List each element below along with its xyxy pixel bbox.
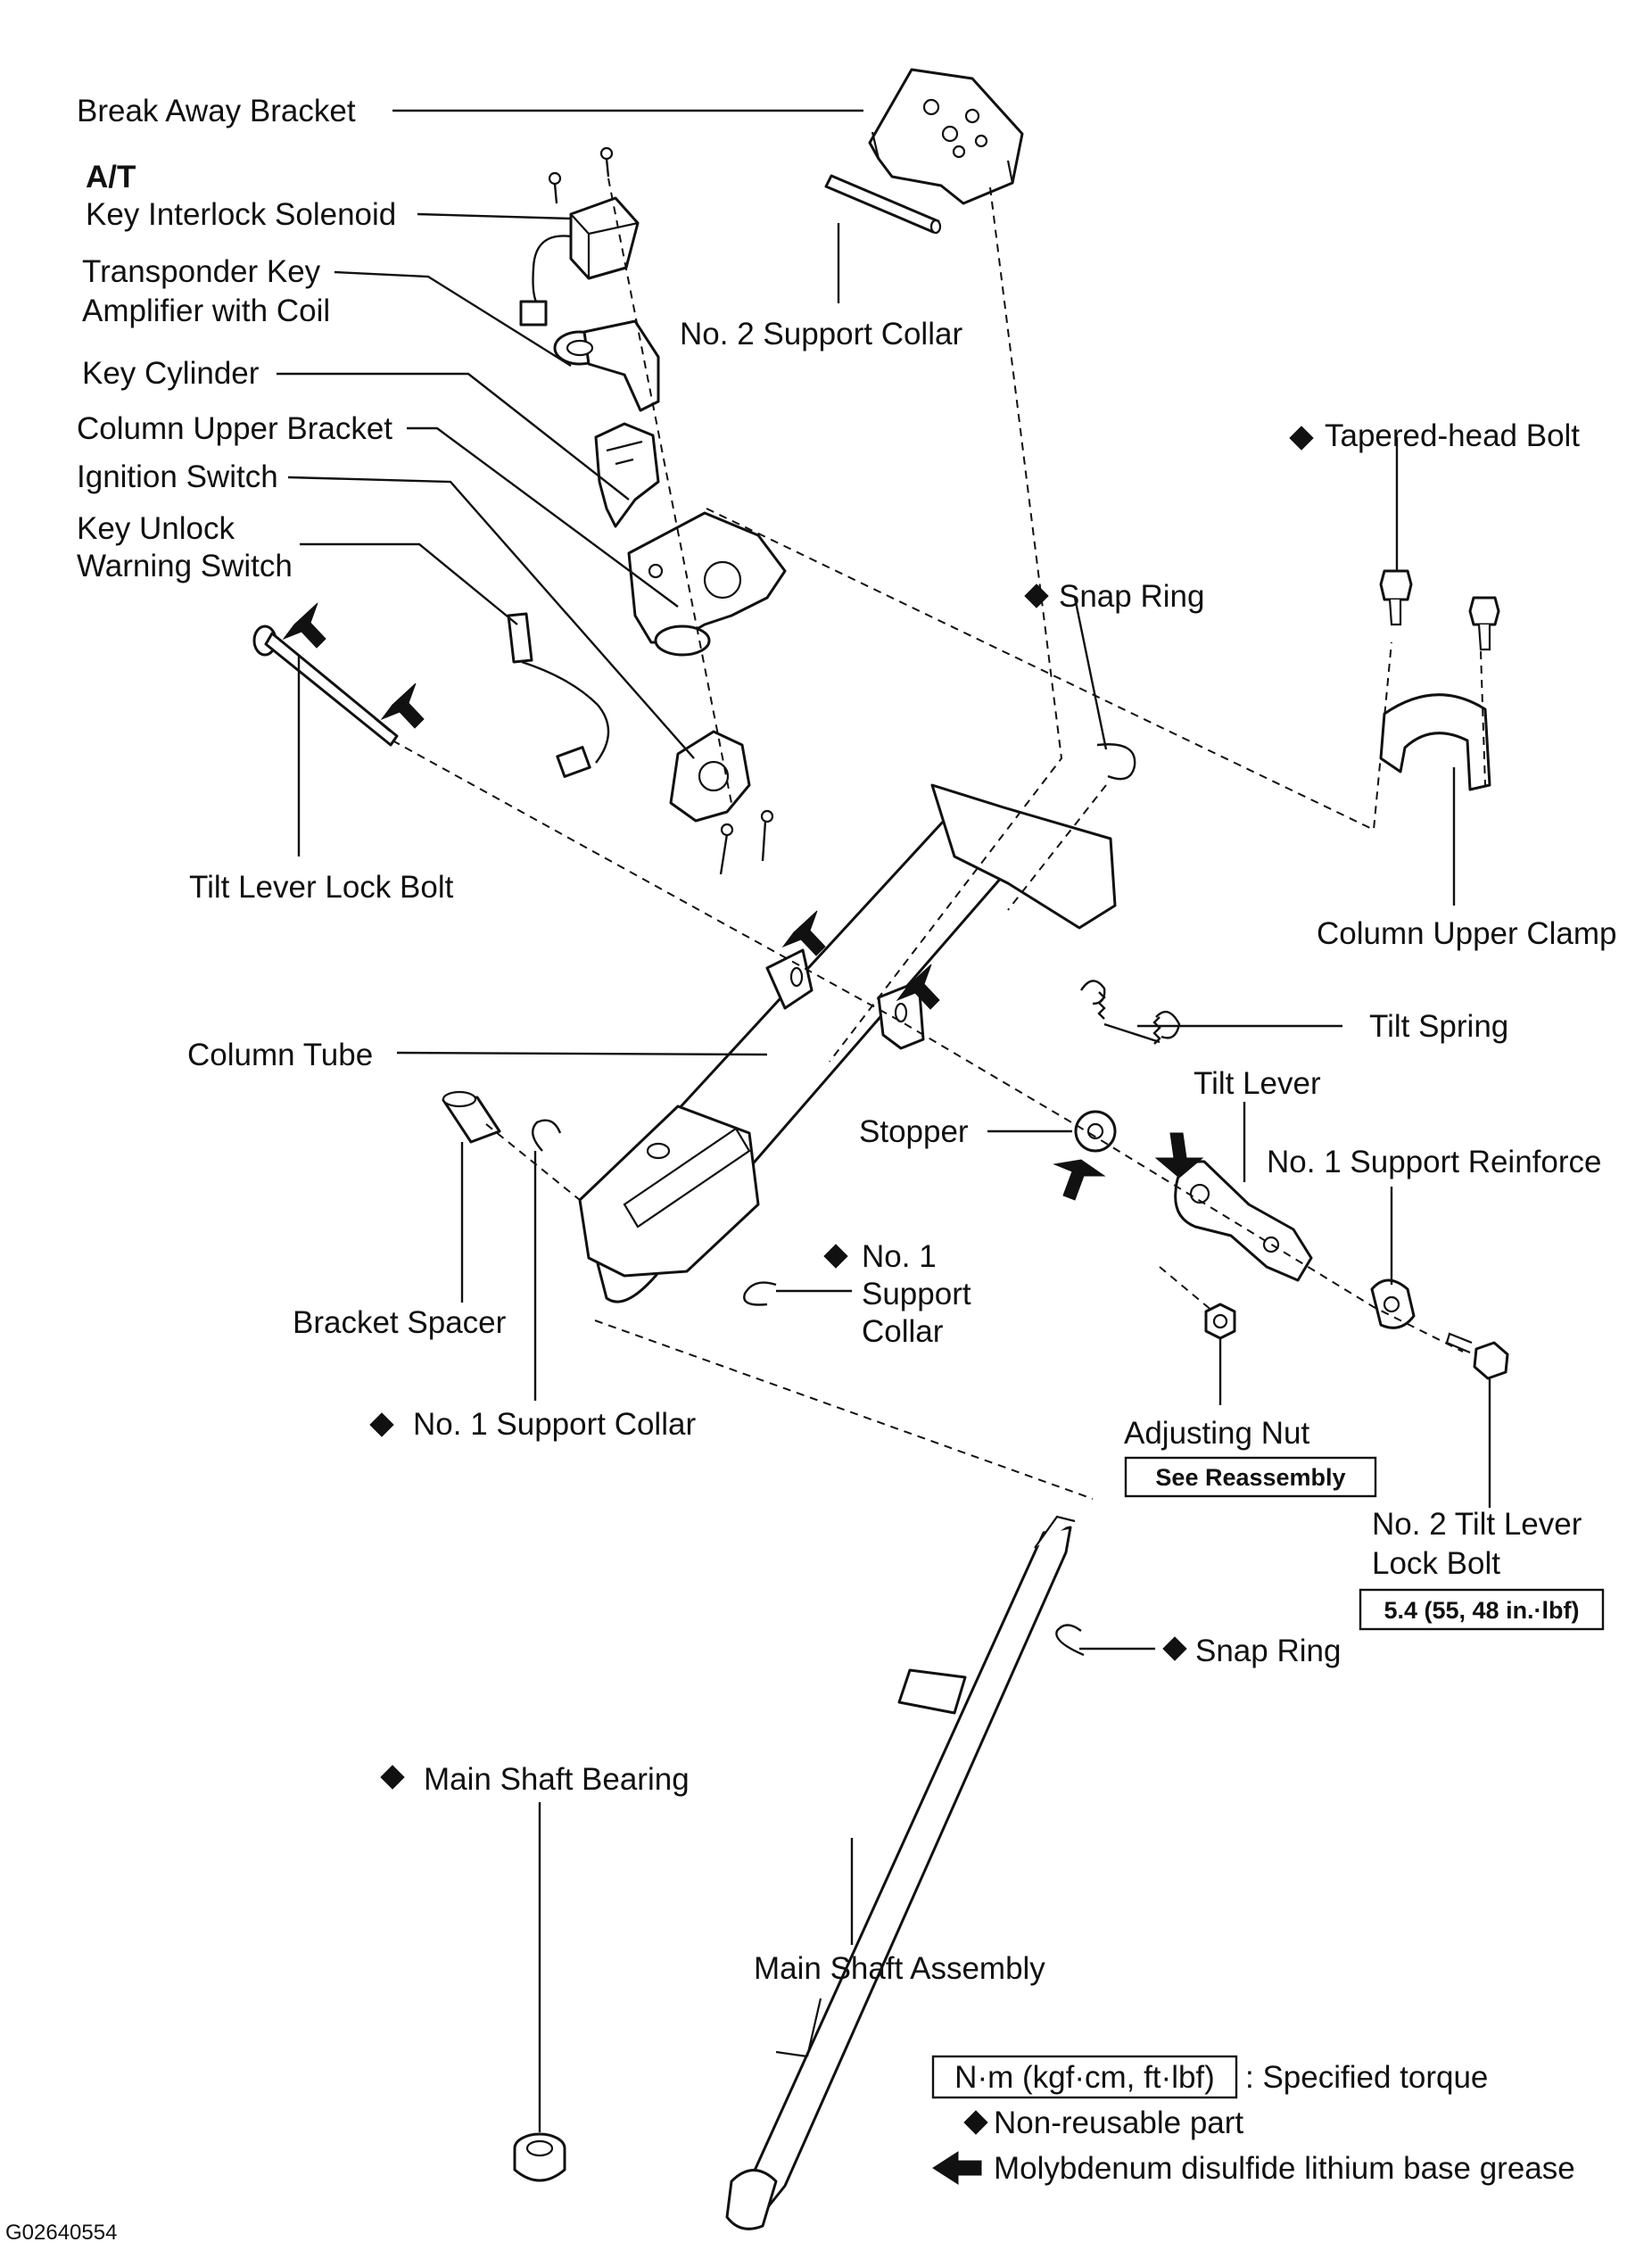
legend-torque-unit: N·m (kgf·cm, ft·lbf) xyxy=(954,2060,1215,2095)
label-snap-ring-lower: Snap Ring xyxy=(1195,1634,1341,1668)
no1-support-reinforce-part xyxy=(1370,1278,1416,1329)
adjusting-nut-part xyxy=(1204,1303,1236,1340)
figure-id: G02640554 xyxy=(5,2221,117,2245)
legend-torque-box xyxy=(931,2055,1238,2099)
label-transponder-2: Amplifier with Coil xyxy=(82,294,330,328)
tilt-spring-part xyxy=(1079,980,1181,1045)
label-tilt-lever: Tilt Lever xyxy=(1194,1066,1321,1101)
transponder-amplifier-part xyxy=(553,319,660,412)
legend: N·m (kgf·cm, ft·lbf) : Specified torque … xyxy=(931,2055,1575,2186)
label-no2-support-collar: No. 2 Support Collar xyxy=(680,317,962,352)
label-no2-tilt-lever-1: No. 2 Tilt Lever xyxy=(1372,1507,1582,1542)
main-shaft-assembly-part xyxy=(725,1515,1076,2230)
tapered-head-bolts-part xyxy=(1379,569,1500,651)
label-key-cylinder: Key Cylinder xyxy=(82,356,260,391)
label-break-away-bracket: Break Away Bracket xyxy=(77,94,356,128)
grease-arrow-icon xyxy=(282,602,1204,1201)
label-column-upper-bracket: Column Upper Bracket xyxy=(77,411,392,446)
key-unlock-warning-switch-part xyxy=(507,612,610,778)
snap-ring-upper-part xyxy=(1096,743,1136,781)
label-key-unlock-2: Warning Switch xyxy=(77,549,293,583)
diamond-icon xyxy=(1162,1636,1187,1661)
snap-ring-lower-part xyxy=(1055,1624,1085,1657)
label-no1-support-collar-right-3: Collar xyxy=(862,1314,944,1349)
column-tube-part xyxy=(578,783,1117,1303)
no1-support-collar-right-part xyxy=(743,1281,777,1306)
diamond-icon xyxy=(1289,426,1314,451)
diamond-icon xyxy=(823,1244,848,1269)
label-snap-ring-upper: Snap Ring xyxy=(1059,579,1204,614)
label-ignition-switch: Ignition Switch xyxy=(77,459,278,494)
label-see-reassembly: See Reassembly xyxy=(1155,1464,1345,1491)
solenoid-screws xyxy=(548,146,614,204)
label-key-interlock-solenoid: Key Interlock Solenoid xyxy=(86,197,396,232)
arrow-icon xyxy=(932,2151,982,2185)
no1-support-collar-left-part xyxy=(532,1119,562,1152)
label-transponder-1: Transponder Key xyxy=(82,254,321,289)
torque-box xyxy=(1359,1588,1605,1631)
label-main-shaft-assembly: Main Shaft Assembly xyxy=(754,1951,1045,1986)
label-main-shaft-bearing: Main Shaft Bearing xyxy=(424,1762,690,1797)
label-no1-support-collar-right-1: No. 1 xyxy=(862,1239,937,1274)
legend-torque-desc: : Specified torque xyxy=(1245,2060,1488,2095)
label-torque-value: 5.4 (55, 48 in.·lbf) xyxy=(1384,1597,1579,1624)
label-column-tube: Column Tube xyxy=(187,1038,373,1072)
bracket-spacer-part xyxy=(442,1090,501,1144)
label-no1-support-collar-left: No. 1 Support Collar xyxy=(413,1407,696,1442)
legend-grease: Molybdenum disulfide lithium base grease xyxy=(994,2151,1575,2186)
label-tilt-spring: Tilt Spring xyxy=(1369,1009,1508,1044)
column-upper-bracket-part xyxy=(627,511,787,657)
label-no2-tilt-lever-2: Lock Bolt xyxy=(1372,1546,1500,1581)
label-at: A/T xyxy=(86,160,136,194)
label-key-unlock-1: Key Unlock xyxy=(77,511,235,546)
diamond-icon xyxy=(963,2110,988,2135)
see-reassembly-box xyxy=(1124,1456,1377,1498)
label-no1-support-collar-right-2: Support xyxy=(862,1277,971,1311)
label-stopper: Stopper xyxy=(859,1114,969,1149)
diamond-icon xyxy=(380,1765,405,1790)
label-tilt-lever-lock-bolt: Tilt Lever Lock Bolt xyxy=(189,870,454,905)
no2-support-collar-part xyxy=(824,174,942,235)
assembly-dashed-lines xyxy=(392,178,1486,1500)
main-shaft-bearing-part xyxy=(513,2132,566,2182)
label-bracket-spacer: Bracket Spacer xyxy=(293,1305,507,1340)
legend-non-reusable: Non-reusable part xyxy=(994,2106,1243,2140)
label-column-upper-clamp: Column Upper Clamp xyxy=(1317,916,1617,951)
diamond-icon xyxy=(1024,583,1049,608)
break-away-bracket-part xyxy=(868,68,1024,205)
column-upper-clamp-part xyxy=(1379,693,1491,791)
leader-lines xyxy=(277,109,1491,2132)
no2-tilt-lever-lock-bolt-part xyxy=(1445,1332,1509,1380)
diamond-icon xyxy=(369,1412,394,1437)
key-cylinder-part xyxy=(594,422,660,528)
stopper-part xyxy=(1074,1110,1117,1153)
label-no1-support-reinforce: No. 1 Support Reinforce xyxy=(1267,1145,1601,1179)
tilt-lever-lock-bolt-part xyxy=(252,625,399,747)
label-adjusting-nut: Adjusting Nut xyxy=(1124,1416,1309,1451)
label-tapered-head-bolt: Tapered-head Bolt xyxy=(1325,418,1580,453)
